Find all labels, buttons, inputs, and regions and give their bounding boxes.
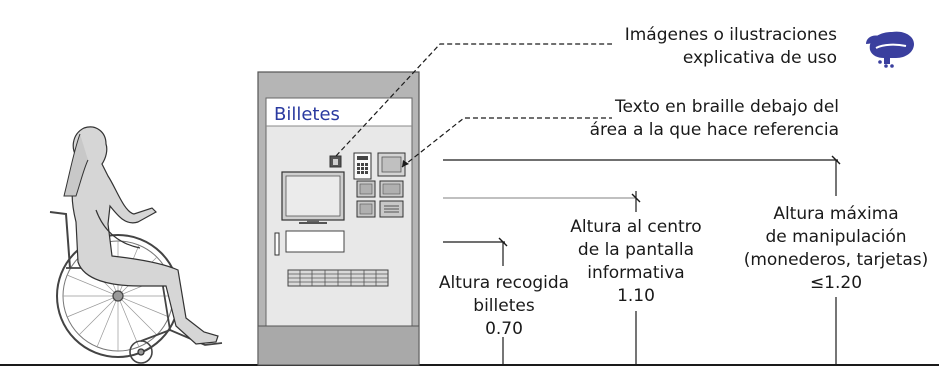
max-handling-value: ≤1.20	[809, 273, 863, 293]
wheelchair-user-icon	[49, 126, 223, 364]
max-handling-line2: de manipulación	[765, 227, 907, 247]
max-handling-line1: Altura máxima	[773, 204, 899, 224]
screen-title: Billetes	[274, 104, 340, 125]
ticket-pickup-value: 0.70	[485, 319, 523, 339]
screen-center-line1: Altura al centro	[570, 217, 702, 237]
leader-images	[335, 43, 612, 157]
braille-label-line2: área a la que hace referencia	[589, 120, 839, 140]
images-label-line1: Imágenes o ilustraciones	[624, 25, 837, 45]
hand-braille-icon	[866, 31, 914, 68]
screen-center-value: 1.10	[617, 286, 655, 306]
coin-slot	[274, 232, 280, 256]
screen-center-line3: informativa	[587, 263, 685, 283]
leader-braille	[401, 117, 612, 168]
ticket-pickup-line2: billetes	[473, 296, 535, 316]
machine-base	[257, 325, 420, 366]
ticket-output	[285, 230, 345, 253]
ticket-machine	[257, 71, 420, 366]
braille-label-line1: Texto en braille debajo del	[614, 97, 839, 117]
images-label-line2: explicativa de uso	[682, 48, 837, 68]
ticket-pickup-line1: Altura recogida	[438, 273, 570, 293]
screen-center-line2: de la pantalla	[577, 240, 695, 260]
max-handling-line3: (monederos, tarjetas)	[743, 250, 929, 270]
